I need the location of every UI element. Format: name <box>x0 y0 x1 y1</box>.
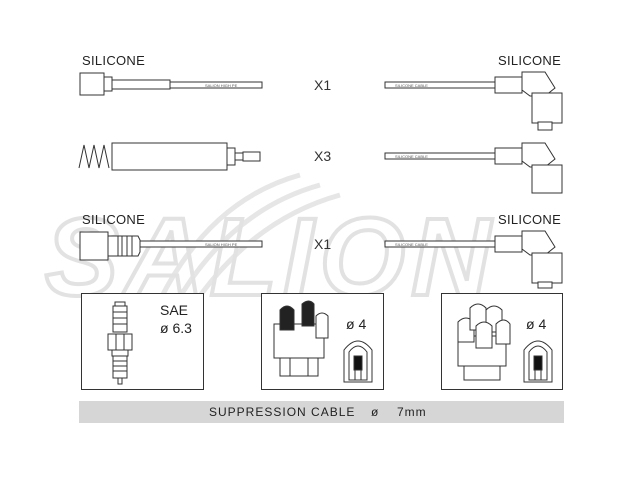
row3-left-label: SILICONE <box>82 212 146 227</box>
distributor-cap-large-box: ø 4 <box>441 293 563 390</box>
row1-right-connector-icon <box>384 71 563 131</box>
distributor-cap-small-size: ø 4 <box>346 316 367 332</box>
spark-plug-icon <box>107 301 133 385</box>
row3-right-cable-text: SILICONE CABLE <box>395 242 428 247</box>
row2-right-connector-icon <box>384 142 563 194</box>
row2-right-cable-text: SILICONE CABLE <box>395 154 428 159</box>
distributor-cap-small-box: ø 4 <box>261 293 384 390</box>
terminal-large-icon <box>523 340 553 383</box>
row3-cable-text: SALION HIGH PE <box>205 242 238 247</box>
footer-label: SUPPRESSION CABLE <box>209 405 356 419</box>
row1-qty: X1 <box>314 77 332 93</box>
spark-plug-box: SAE ø 6.3 <box>81 293 204 390</box>
row2-qty: X3 <box>314 148 332 164</box>
row3-left-connector-icon <box>79 231 263 261</box>
terminal-small-icon <box>343 340 373 383</box>
footer-diameter-symbol: ø <box>371 405 380 419</box>
spark-plug-size: ø 6.3 <box>160 320 192 336</box>
row1-right-label: SILICONE <box>498 53 562 68</box>
spark-plug-standard: SAE <box>160 302 189 318</box>
watermark-swoosh-icon <box>157 172 341 312</box>
row1-left-label: SILICONE <box>82 53 146 68</box>
distributor-cap-small-icon <box>273 300 329 377</box>
row1-left-connector-icon <box>79 72 263 96</box>
footer-bar: SUPPRESSION CABLE ø 7mm <box>79 401 564 423</box>
row3-right-label: SILICONE <box>498 212 562 227</box>
row3-qty: X1 <box>314 236 332 252</box>
row2-left-connector-icon <box>78 142 261 171</box>
distributor-cap-large-size: ø 4 <box>526 316 547 332</box>
row3-right-connector-icon <box>384 230 563 289</box>
footer-value: 7mm <box>397 405 427 419</box>
distributor-cap-large-icon <box>457 303 511 381</box>
row1-cable-text: SALION HIGH PE <box>205 83 238 88</box>
row1-right-cable-text: SILICONE CABLE <box>395 83 428 88</box>
